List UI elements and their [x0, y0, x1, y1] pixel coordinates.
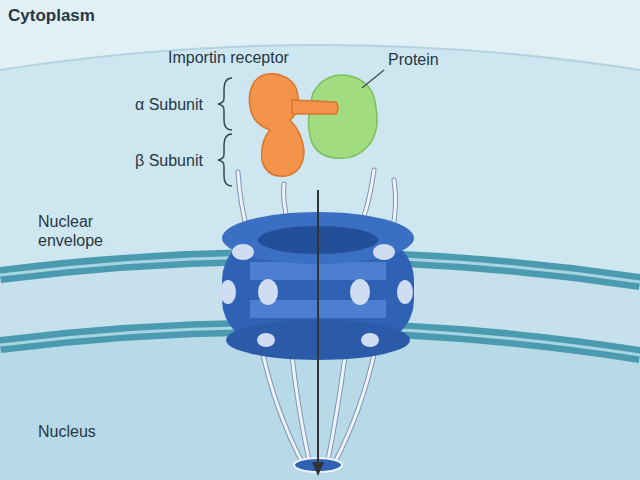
pore-subunit: [373, 244, 395, 260]
pore-subunit: [397, 280, 413, 304]
cargo-protein: [308, 75, 377, 158]
region-label: Nucleus: [38, 422, 96, 441]
cell-top-region: [0, 0, 640, 70]
basket-fibre: [292, 356, 310, 465]
pore-subunit: [220, 280, 236, 304]
basket-fibre: [262, 350, 302, 462]
region-label: Nuclear envelope: [38, 212, 118, 250]
pore-subunit: [350, 279, 370, 305]
filament: [362, 170, 374, 222]
part-label: Importin receptor: [168, 48, 289, 67]
leader-line: [362, 70, 384, 88]
alpha-bracket: [218, 78, 232, 130]
import-arrow: [317, 190, 319, 464]
part-label: β Subunit: [135, 151, 203, 170]
part-label: α Subunit: [135, 95, 203, 114]
pore-subunit: [361, 333, 379, 347]
pore-subunit: [258, 279, 278, 305]
pore-subunits: [220, 244, 413, 347]
import-arrowhead: [312, 462, 324, 476]
beta-bracket: [218, 134, 232, 186]
cell-top-edge: [0, 45, 640, 70]
importin-alpha-beta: [249, 74, 304, 176]
importin-binding-arm: [292, 100, 338, 114]
region-label: Cytoplasm: [8, 6, 95, 25]
pore-subunit: [232, 244, 254, 260]
filament: [362, 170, 374, 222]
importin-protein-complex: [249, 74, 377, 176]
basket-fibre: [262, 350, 302, 462]
basket-fibre: [292, 356, 310, 465]
basket-fibre: [335, 350, 375, 462]
pore-subunit: [257, 333, 275, 347]
basket-fibre: [335, 350, 375, 462]
part-label: Protein: [388, 50, 439, 69]
